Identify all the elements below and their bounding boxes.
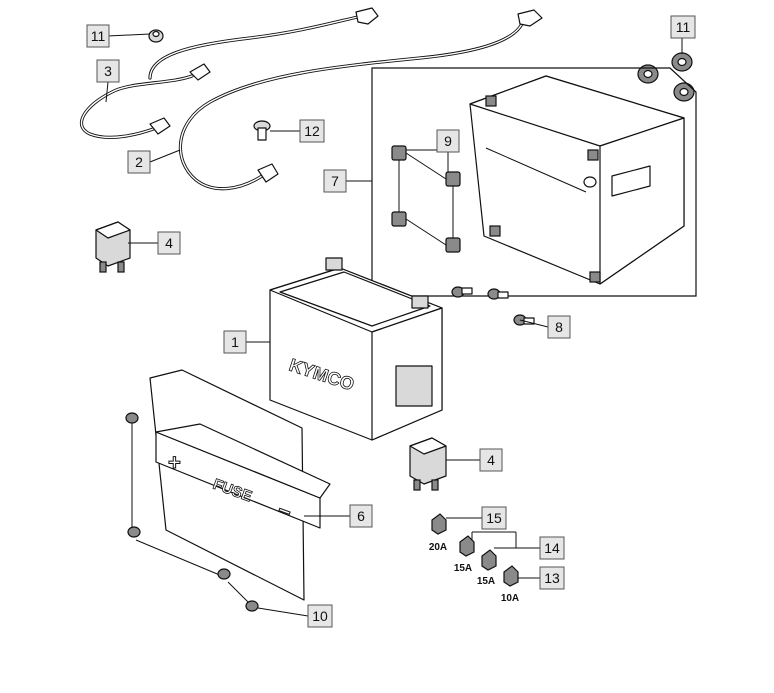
screws-10 bbox=[125, 412, 259, 612]
callout-label-14: 14 bbox=[539, 536, 565, 560]
fuse-rating-10a: 10A bbox=[501, 593, 519, 604]
fuse-rating-15a-1: 15A bbox=[454, 563, 472, 574]
svg-text:4: 4 bbox=[165, 235, 173, 251]
battery-box-assembly bbox=[371, 67, 697, 297]
callout-label-15: 15 bbox=[481, 506, 507, 530]
bolts-8 bbox=[451, 286, 535, 326]
svg-text:1: 1 bbox=[231, 334, 239, 350]
fuse-15a-2 bbox=[481, 549, 497, 571]
svg-text:8: 8 bbox=[555, 319, 563, 335]
wire-harness-upper bbox=[79, 7, 379, 139]
svg-text:13: 13 bbox=[544, 570, 560, 586]
callout-leaders bbox=[105, 33, 683, 617]
grommets-11 bbox=[637, 52, 695, 102]
callout-label-11-right: 11 bbox=[670, 15, 696, 39]
fuse-10a bbox=[503, 565, 519, 587]
callout-label-1: 1 bbox=[223, 330, 247, 354]
battery-1: KYMCO bbox=[269, 257, 443, 441]
fuse-15a-1 bbox=[459, 535, 475, 557]
callout-label-11-top: 11 bbox=[86, 24, 110, 48]
svg-text:2: 2 bbox=[135, 154, 143, 170]
callout-label-2: 2 bbox=[127, 150, 151, 174]
callout-label-12: 12 bbox=[299, 119, 325, 143]
fuse-20a bbox=[431, 513, 447, 535]
relay-4-upper bbox=[95, 221, 131, 273]
fuse-rating-15a-2: 15A bbox=[477, 576, 495, 587]
callout-label-10: 10 bbox=[307, 604, 333, 628]
svg-text:9: 9 bbox=[444, 133, 452, 149]
svg-text:7: 7 bbox=[331, 173, 339, 189]
svg-text:11: 11 bbox=[676, 19, 691, 35]
svg-text:15: 15 bbox=[486, 510, 502, 526]
fuse-rating-20a: 20A bbox=[429, 542, 447, 553]
svg-text:12: 12 bbox=[304, 123, 320, 139]
svg-text:14: 14 bbox=[544, 540, 560, 556]
callout-label-4-upper: 4 bbox=[157, 231, 181, 255]
nut-11 bbox=[148, 29, 164, 43]
screw-12 bbox=[253, 120, 271, 141]
callout-label-9: 9 bbox=[436, 129, 460, 153]
svg-text:4: 4 bbox=[487, 452, 495, 468]
callout-label-3: 3 bbox=[96, 59, 120, 83]
svg-text:10: 10 bbox=[312, 608, 328, 624]
relay-4-lower bbox=[409, 437, 447, 491]
svg-text:3: 3 bbox=[104, 63, 112, 79]
fuse-holder-bracket-6: + FUSE − bbox=[149, 369, 331, 601]
plus-sign: + bbox=[168, 450, 181, 475]
callout-label-13: 13 bbox=[539, 566, 565, 590]
callout-label-7: 7 bbox=[323, 169, 347, 193]
wire-2 bbox=[178, 9, 543, 191]
svg-text:11: 11 bbox=[91, 28, 106, 44]
callout-label-8: 8 bbox=[547, 315, 571, 339]
svg-text:6: 6 bbox=[357, 508, 365, 524]
callout-label-6: 6 bbox=[349, 504, 373, 528]
callout-label-4-lower: 4 bbox=[479, 448, 503, 472]
